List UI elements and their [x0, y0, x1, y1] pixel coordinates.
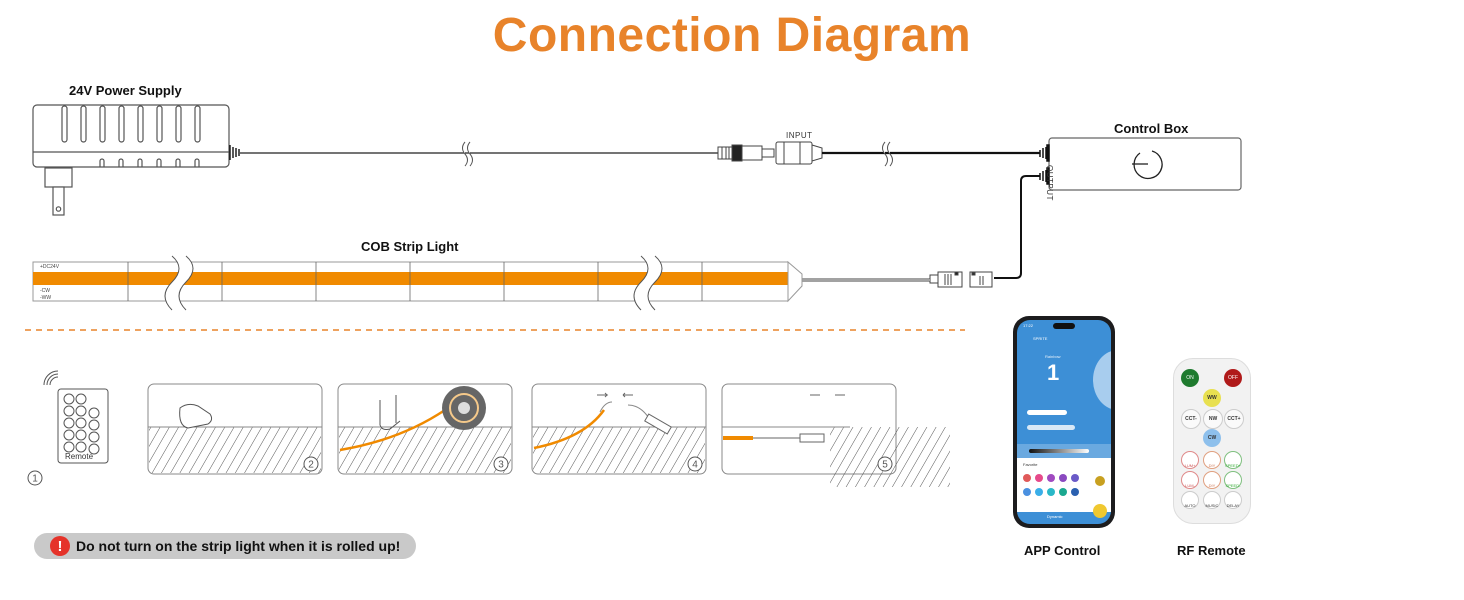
remote-auto-button[interactable]: AUTO — [1181, 491, 1199, 509]
remote-lum-down-button[interactable]: LUM- — [1181, 471, 1199, 489]
edit-icon[interactable] — [1095, 476, 1105, 486]
remote-cct-minus-button[interactable]: CCT- — [1181, 409, 1201, 429]
speed-slider[interactable] — [1027, 410, 1067, 415]
vent-slots — [61, 105, 201, 167]
remote-diy-button-2[interactable]: DIY — [1203, 471, 1221, 489]
favorite-swatch[interactable] — [1047, 488, 1055, 496]
step-2-panel — [147, 383, 323, 475]
remote-off-button[interactable]: OFF — [1224, 369, 1242, 387]
remote-nw-button[interactable]: NW — [1203, 409, 1223, 429]
nav-dynamic-tab[interactable]: Dynamic — [1047, 514, 1063, 519]
color-wheel — [1093, 350, 1111, 410]
warning-text: Do not turn on the strip light when it i… — [76, 538, 401, 554]
pad-label-top: +DC24V — [40, 264, 60, 270]
control-box — [1039, 137, 1242, 191]
strip-cable-to-box — [994, 175, 1040, 279]
dynamic-island — [1053, 323, 1075, 329]
bulb-fab[interactable] — [1093, 504, 1107, 518]
brightness-slider[interactable] — [1029, 449, 1089, 453]
mode-label: Rainbow — [1045, 354, 1061, 359]
rf-remote-caption: RF Remote — [1177, 543, 1246, 558]
step-number-1: 1 — [32, 474, 38, 485]
step-number-3: 3 — [498, 460, 504, 471]
cloth-icon — [179, 403, 213, 429]
favorite-swatch[interactable] — [1047, 474, 1055, 482]
remote-ww-button[interactable]: WW — [1203, 389, 1221, 407]
step-4-panel — [531, 383, 707, 475]
phone-time: 17:22 — [1023, 323, 1034, 328]
device-name: SPRITE — [1033, 336, 1048, 341]
power-supply-label: 24V Power Supply — [69, 83, 182, 98]
dc-connector — [717, 141, 823, 165]
remote-step-icon — [43, 370, 109, 464]
strip-break-1 — [164, 255, 194, 311]
step-5-panel — [721, 383, 950, 487]
plug-base — [44, 167, 73, 188]
remote-speed-down-button[interactable]: SPEED- — [1224, 471, 1242, 489]
phone-screen: 17:22 SPRITE Rainbow 1 Favorite — [1017, 320, 1111, 524]
mode-number: 1 — [1047, 360, 1060, 385]
hand-icon — [379, 395, 401, 430]
plug-prong — [52, 186, 65, 216]
favorite-swatch[interactable] — [1035, 474, 1043, 482]
favorite-swatch[interactable] — [1059, 474, 1067, 482]
app-control-caption: APP Control — [1024, 543, 1101, 558]
remote-on-button[interactable]: ON — [1181, 369, 1199, 387]
cable-break-icon-2 — [882, 141, 893, 167]
output-port-label: OUTPUT — [1045, 165, 1054, 201]
remote-speed-up-button[interactable]: SPEED+ — [1224, 451, 1242, 469]
effect-slider[interactable] — [1027, 425, 1075, 430]
remote-cct-plus-button[interactable]: CCT+ — [1224, 409, 1244, 429]
favorite-panel: Favorite — [1017, 458, 1111, 512]
favorite-swatch[interactable] — [1071, 474, 1079, 482]
warning-banner: ! Do not turn on the strip light when it… — [34, 533, 416, 559]
step-number-5: 5 — [882, 460, 888, 471]
cable-break-icon — [462, 141, 473, 167]
strip-label: COB Strip Light — [361, 239, 459, 254]
rf-remote: ON OFF WW CCT- NW CCT+ CW LUM+ DIY SPEED… — [1173, 358, 1251, 524]
favorite-label: Favorite — [1023, 462, 1038, 467]
input-label: INPUT — [786, 131, 813, 140]
favorite-swatch[interactable] — [1071, 488, 1079, 496]
remote-music-button[interactable]: MUSIC — [1203, 491, 1221, 509]
remote-diy-button[interactable]: DIY — [1203, 451, 1221, 469]
step-numbers — [27, 456, 893, 486]
remote-delay-button[interactable]: DELAY — [1224, 491, 1242, 509]
favorite-swatch[interactable] — [1059, 488, 1067, 496]
step-number-4: 4 — [692, 460, 698, 471]
signal-icon — [43, 370, 59, 386]
remote-lum-up-button[interactable]: LUM+ — [1181, 451, 1199, 469]
pad-label-ww: -WW — [40, 295, 52, 301]
strip-plug — [929, 271, 993, 288]
favorite-swatch[interactable] — [1035, 488, 1043, 496]
power-supply-adapter — [32, 104, 230, 216]
strip-break-2 — [633, 255, 663, 311]
step-3-panel — [337, 383, 513, 475]
favorite-swatch[interactable] — [1023, 474, 1031, 482]
page-title: Connection Diagram — [492, 9, 972, 62]
remote-cw-button[interactable]: CW — [1203, 429, 1221, 447]
cable-relief — [229, 145, 240, 160]
power-icon — [1132, 150, 1163, 180]
cob-strip — [32, 255, 803, 311]
pad-label-cw: -CW — [40, 288, 50, 294]
remote-icon-label: Remote — [65, 452, 94, 461]
warning-icon: ! — [50, 536, 70, 556]
control-box-label: Control Box — [1114, 121, 1189, 136]
arrows-icon — [597, 392, 633, 398]
phone-app-mockup: 17:22 SPRITE Rainbow 1 Favorite — [1013, 316, 1115, 528]
step-number-2: 2 — [308, 460, 314, 471]
favorite-swatch[interactable] — [1023, 488, 1031, 496]
